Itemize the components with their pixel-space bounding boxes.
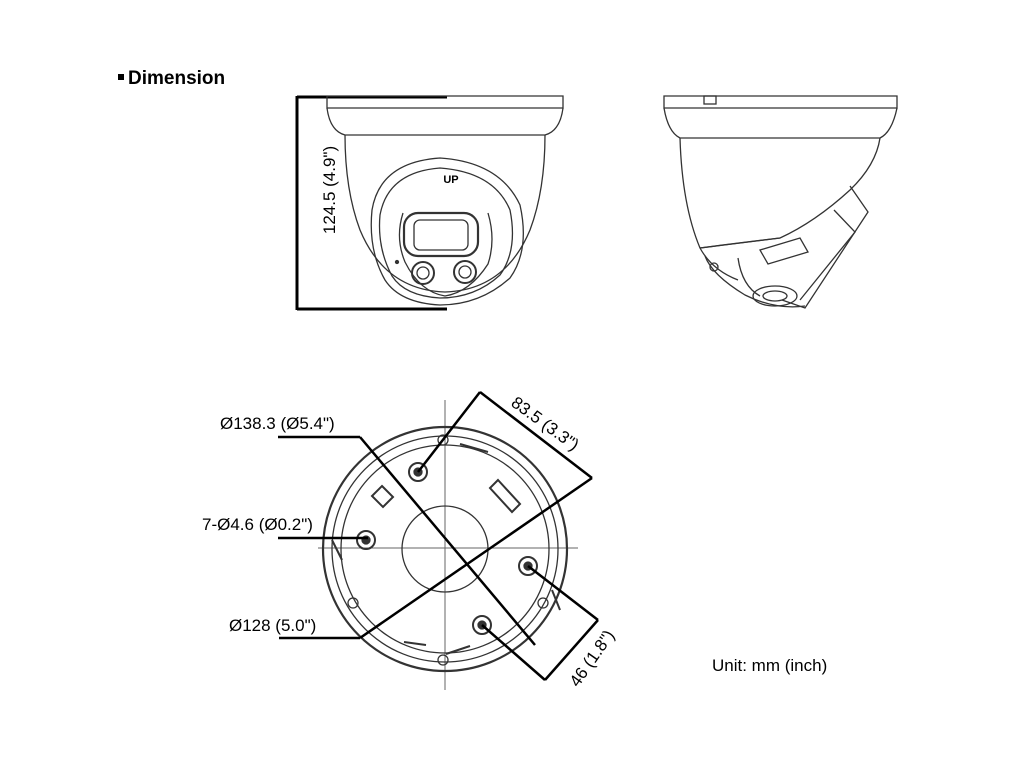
spacing-short-label: 46 (1.8") xyxy=(566,626,619,690)
holes-label: 7-Ø4.6 (Ø0.2") xyxy=(202,515,313,534)
side-view xyxy=(663,95,898,309)
unit-label: Unit: mm (inch) xyxy=(712,656,827,675)
bullet-icon xyxy=(118,73,124,80)
front-view xyxy=(295,95,564,311)
dimension-lines xyxy=(278,391,599,681)
height-label: 124.5 (4.9") xyxy=(320,146,339,234)
section-title: Dimension xyxy=(118,68,225,90)
bottom-view xyxy=(318,400,578,690)
title-text: Dimension xyxy=(128,68,226,89)
inner-diameter-label: Ø128 (5.0") xyxy=(229,616,316,635)
spacing-long-label: 83.5 (3.3") xyxy=(508,393,583,455)
up-mark: UP xyxy=(443,174,458,186)
outer-diameter-label: Ø138.3 (Ø5.4") xyxy=(220,414,335,433)
